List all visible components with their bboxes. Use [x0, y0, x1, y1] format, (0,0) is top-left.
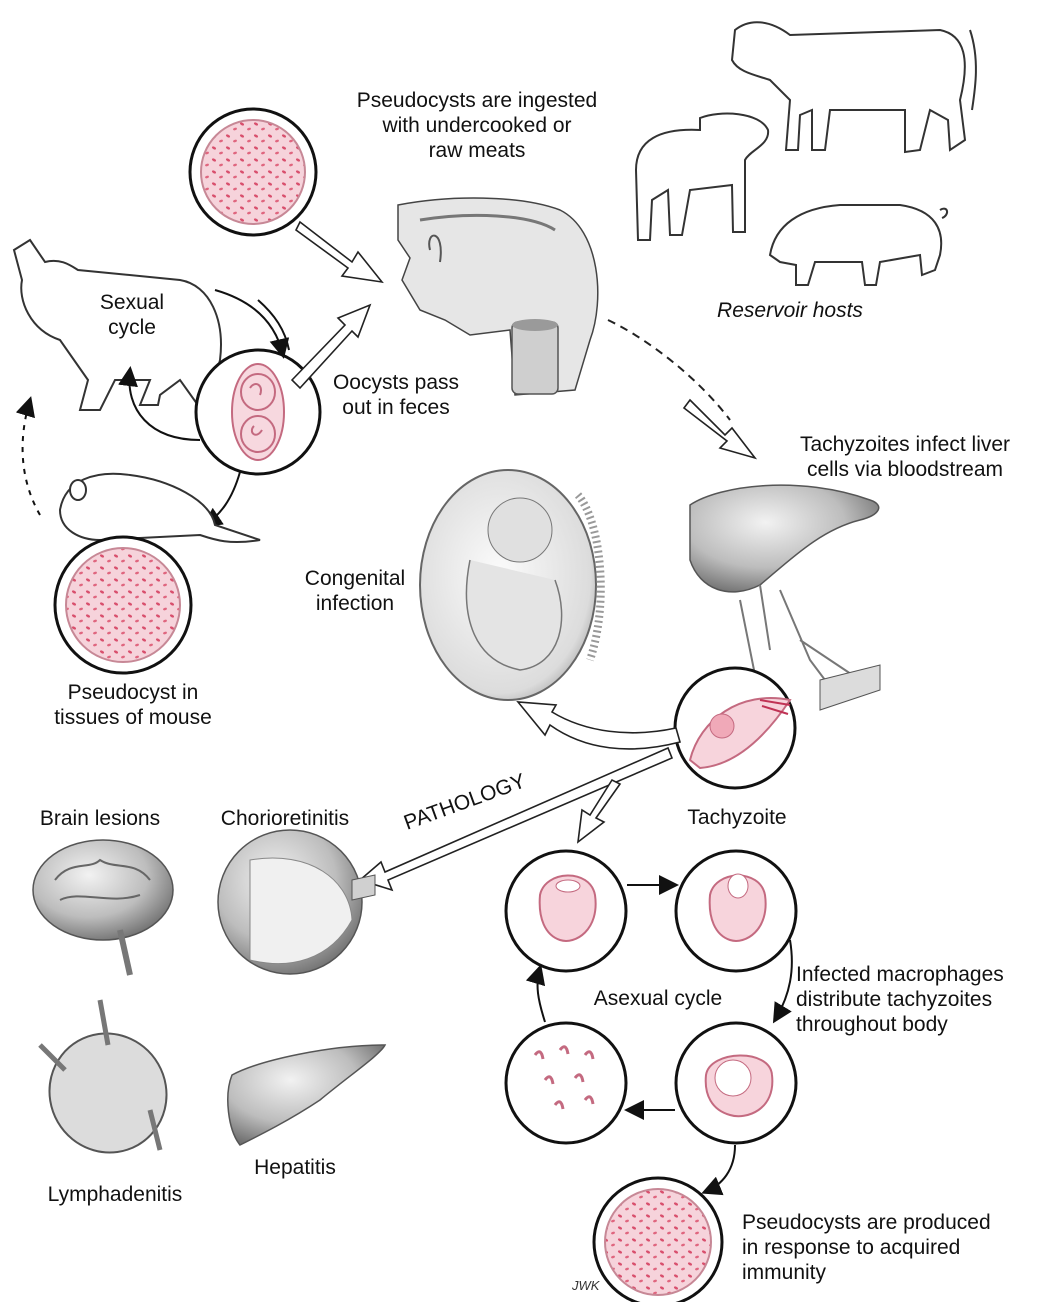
brain-illustration: [33, 840, 173, 975]
oocyst-circle: [196, 350, 320, 474]
to-immune-cyst-arrow: [705, 1145, 735, 1192]
tachyzoite-circle: [675, 668, 795, 788]
mouse-to-cat-arrow: [23, 400, 40, 515]
head-throat-illustration: [398, 198, 598, 395]
asexual-circle-2: [676, 851, 796, 971]
fetus-illustration: [420, 470, 601, 700]
eye-illustration: [218, 830, 375, 974]
tachyzoite-label: Tachyzoite: [672, 805, 802, 830]
mouse-illustration: [60, 474, 260, 542]
lymphadenitis-label: Lymphadenitis: [30, 1182, 200, 1207]
asexual-cycle-label: Asexual cycle: [578, 986, 738, 1011]
asexual-circle-1: [506, 851, 626, 971]
chorioretinitis-label: Chorioretinitis: [200, 806, 370, 831]
pig-illustration: [770, 205, 947, 285]
feces-loop-arrow: [258, 300, 289, 350]
pseudocyst-mouse-circle: [55, 537, 191, 673]
artist-signature: JWK: [571, 1278, 601, 1293]
cat-to-oocyst-arrow: [215, 290, 283, 355]
lymph-node-illustration: [28, 1000, 188, 1174]
pseudocyst-immunity-circle: [594, 1178, 722, 1302]
asexual-circle-3: [676, 1023, 796, 1143]
to-liver-arrow: [684, 400, 755, 458]
liver-illustration: [228, 1045, 385, 1145]
ingest-arrow: [296, 222, 382, 282]
asexual-arrow-4: [538, 968, 545, 1022]
brain-lesions-label: Brain lesions: [20, 806, 180, 831]
lamb-illustration: [636, 114, 768, 240]
bloodstream-dashed: [608, 320, 730, 420]
asexual-circle-4: [506, 1023, 626, 1143]
pseudocyst-meat-circle: [190, 109, 316, 235]
reservoir-hosts-label: Reservoir hosts: [690, 298, 890, 323]
hepatitis-label: Hepatitis: [240, 1155, 350, 1180]
to-congenital-arrow: [518, 702, 680, 749]
